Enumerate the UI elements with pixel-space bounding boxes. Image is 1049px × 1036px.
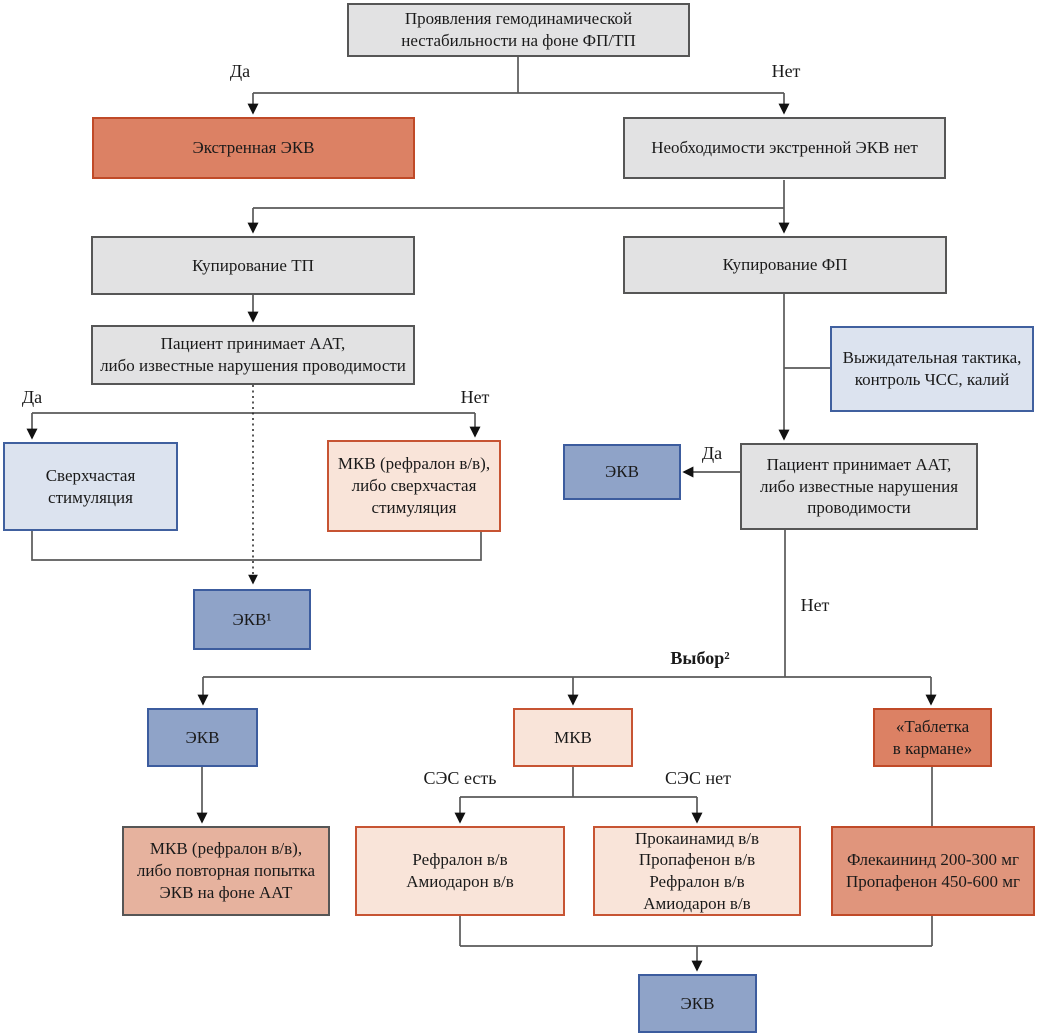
node-ecv-1: ЭКВ¹ bbox=[193, 589, 311, 650]
node-urgent-ecv: Экстренная ЭКВ bbox=[92, 117, 415, 179]
node-wait-tactics: Выжидательная тактика, контроль ЧСС, кал… bbox=[830, 326, 1034, 412]
edge-label-yes-af: Да bbox=[701, 443, 723, 463]
node-hemodynamic-instability: Проявления гемодинамической нестабильнос… bbox=[347, 3, 690, 57]
node-mkv-or-overdrive: МКВ (рефралон в/в), либо сверхчастая сти… bbox=[327, 440, 501, 532]
edge-label-ses-absent: СЭС нет bbox=[665, 768, 731, 788]
edge-label-no-flutter: Нет bbox=[460, 387, 490, 407]
node-mkv-retry: МКВ (рефралон в/в), либо повторная попыт… bbox=[122, 826, 330, 916]
node-patient-aat-flutter: Пациент принимает ААТ, либо известные на… bbox=[91, 325, 415, 385]
edge-label-ses-present: СЭС есть bbox=[423, 768, 497, 788]
node-ecv-yes: ЭКВ bbox=[563, 444, 681, 500]
node-refralon-amiodarone: Рефралон в/в Амиодарон в/в bbox=[355, 826, 565, 916]
node-patient-aat-af: Пациент принимает ААТ, либо известные на… bbox=[740, 443, 978, 530]
edge-label-no-af: Нет bbox=[800, 595, 830, 615]
node-mkv-choice: МКВ bbox=[513, 708, 633, 767]
node-procainamide-options: Прокаинамид в/в Пропафенон в/в Рефралон … bbox=[593, 826, 801, 916]
node-ecv-choice: ЭКВ bbox=[147, 708, 258, 767]
node-overdrive-pacing: Сверхчастая стимуляция bbox=[3, 442, 178, 531]
node-no-urgent-ecv-needed: Необходимости экстренной ЭКВ нет bbox=[623, 117, 946, 179]
node-pill-in-pocket: «Таблетка в кармане» bbox=[873, 708, 992, 767]
node-ecv-final: ЭКВ bbox=[638, 974, 757, 1033]
node-flecainide-doses: Флекаининд 200-300 мг Пропафенон 450-600… bbox=[831, 826, 1035, 916]
edge-label-yes-flutter: Да bbox=[21, 387, 43, 407]
edge-label-choice: Выбор² bbox=[670, 648, 730, 668]
edge-label-yes-top: Да bbox=[229, 61, 251, 81]
edge-label-no-top: Нет bbox=[771, 61, 801, 81]
node-af-termination: Купирование ФП bbox=[623, 236, 947, 294]
node-flutter-termination: Купирование ТП bbox=[91, 236, 415, 295]
